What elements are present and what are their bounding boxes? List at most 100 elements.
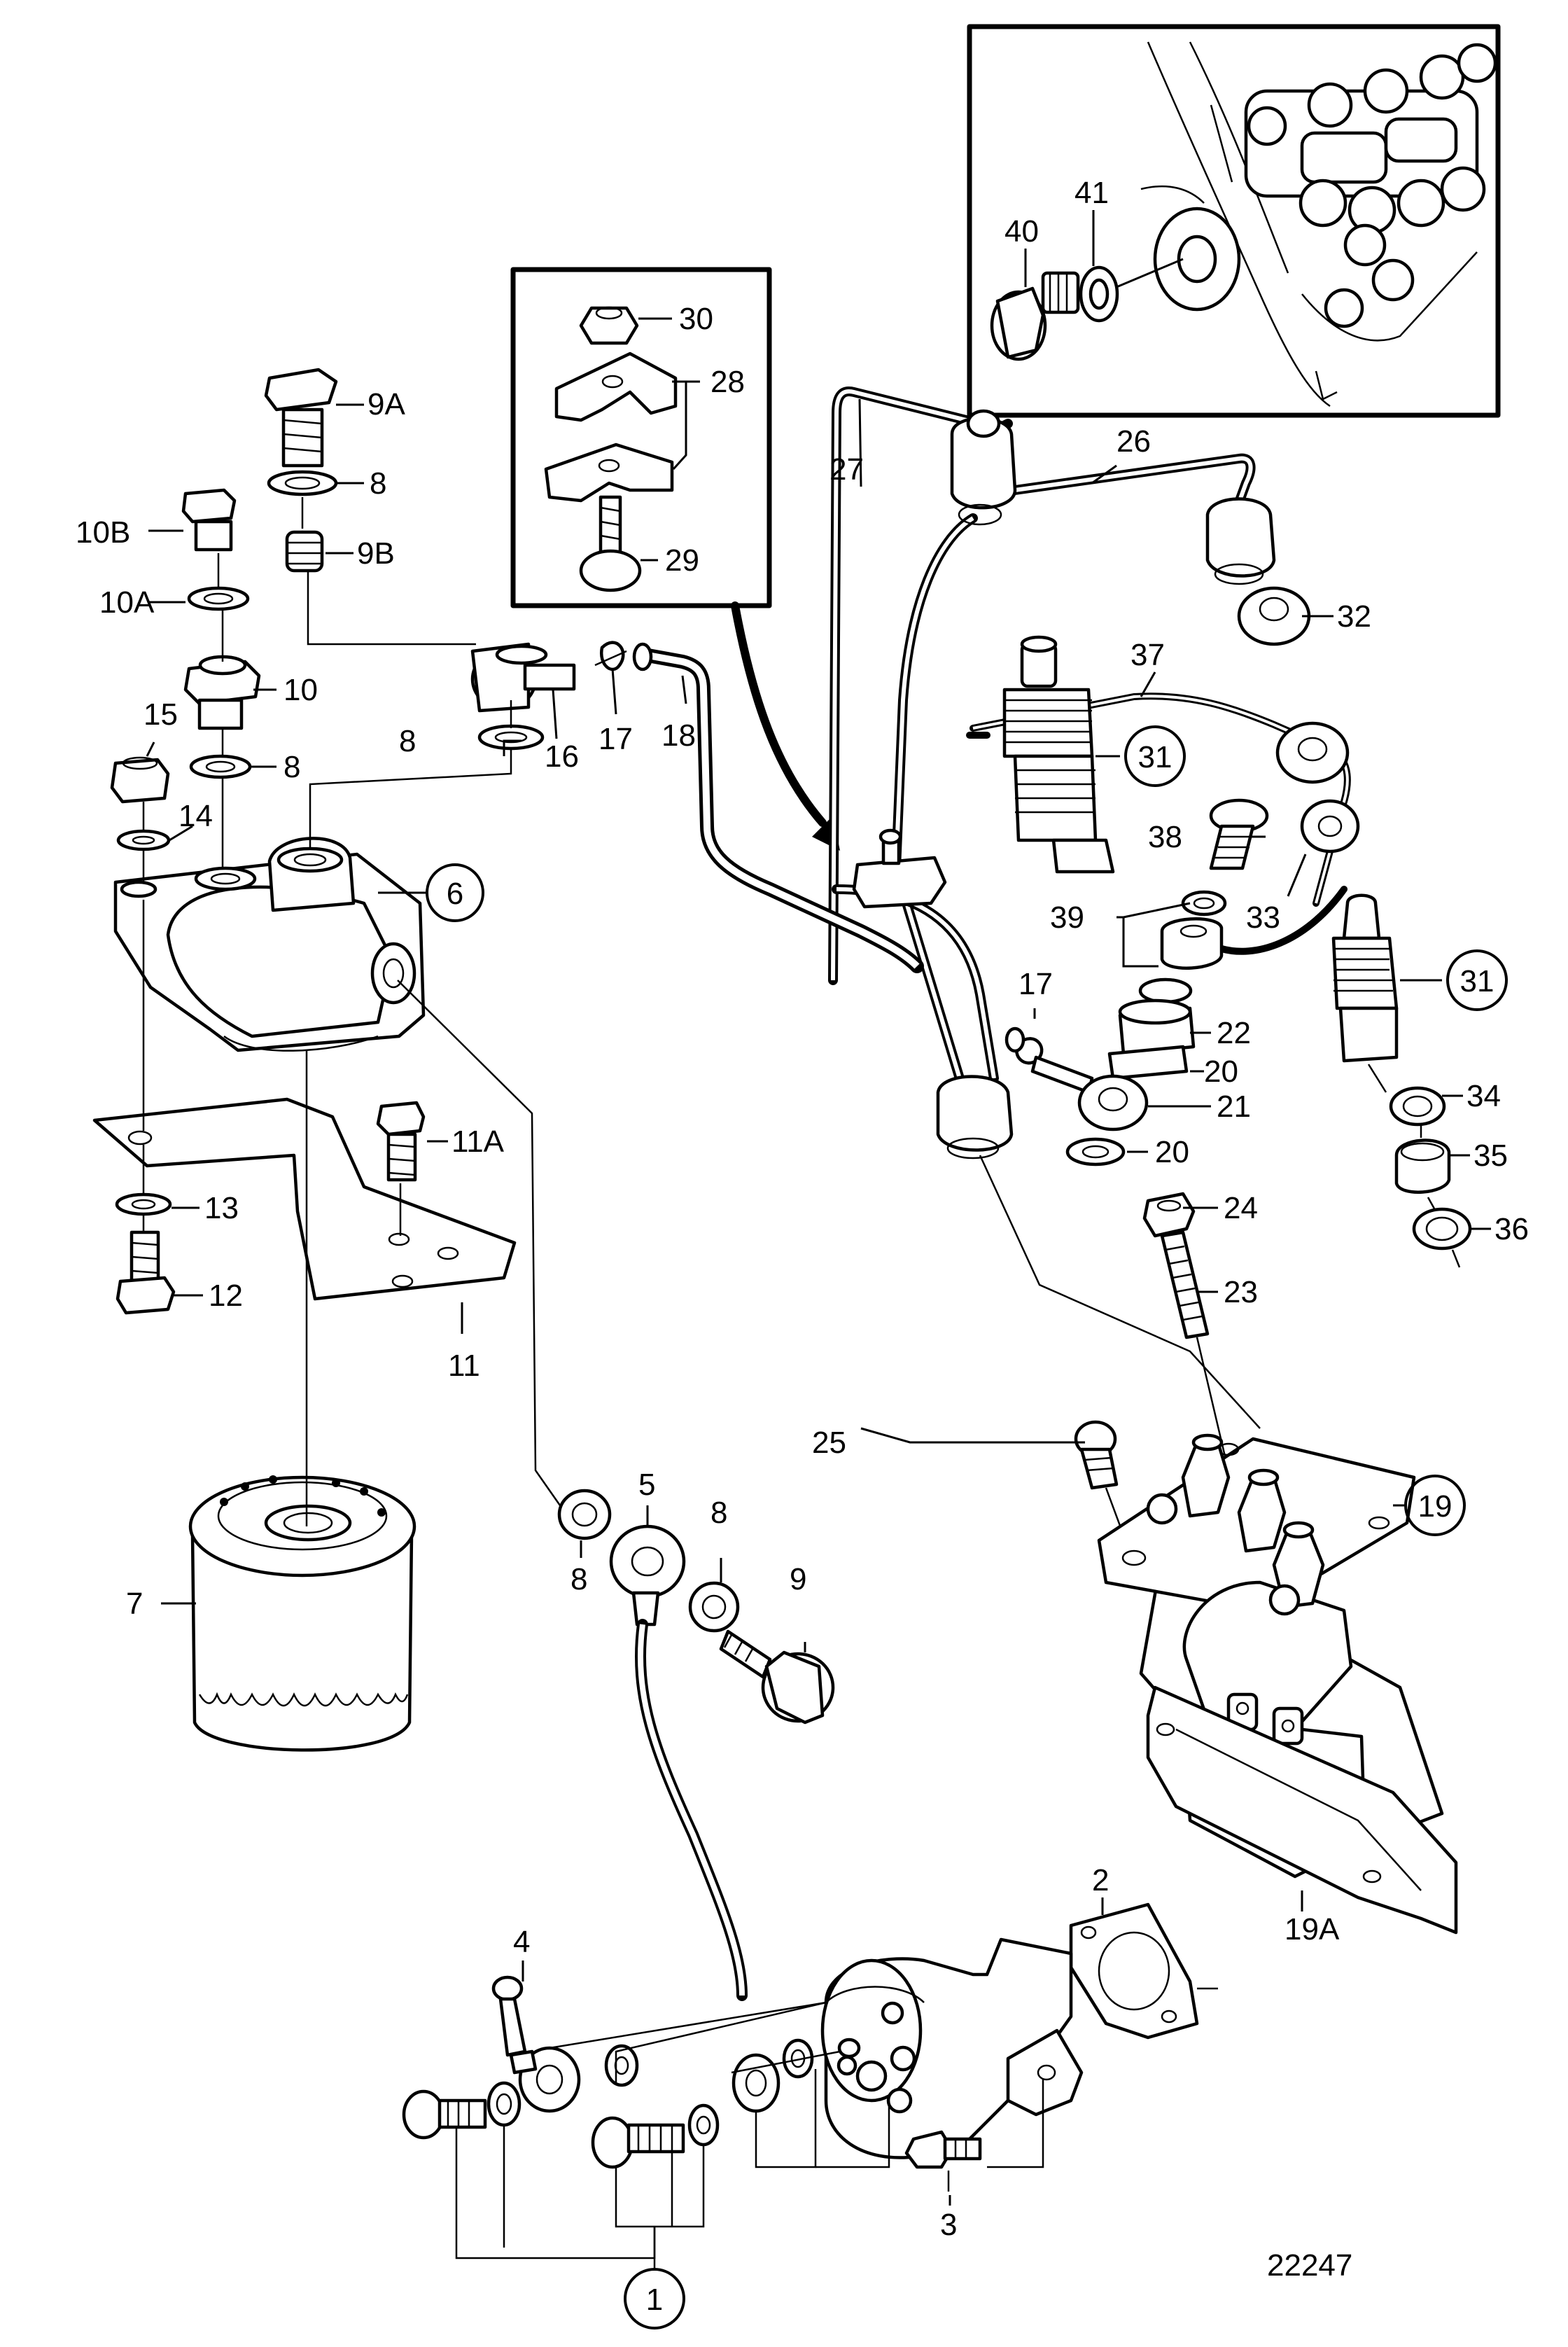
label-31-right: 31 <box>1460 964 1494 998</box>
part-29-bolt <box>579 495 642 592</box>
label-9a: 9A <box>368 387 405 422</box>
part-13-washer <box>115 1192 172 1216</box>
label-36: 36 <box>1494 1212 1529 1246</box>
pipe-nut-lower <box>936 1075 1014 1159</box>
part-8-washer-d <box>557 1489 612 1540</box>
part-4-bleed-screw <box>491 1975 581 2113</box>
label-38: 38 <box>1148 820 1182 854</box>
label-17-a: 17 <box>598 722 633 756</box>
label-1: 1 <box>646 2283 663 2317</box>
part-32-nut <box>1237 586 1311 646</box>
part-40-plug <box>990 271 1080 361</box>
part-9b-insert <box>285 530 324 573</box>
label-10b: 10B <box>76 515 130 550</box>
label-40: 40 <box>1004 214 1039 249</box>
label-16: 16 <box>545 739 579 774</box>
part-39-washers <box>1160 890 1227 970</box>
label-8-b: 8 <box>284 750 300 784</box>
label-19: 19 <box>1418 1489 1452 1524</box>
part-33-banjo <box>1275 721 1360 854</box>
inset-clamp-detail: 30 28 29 <box>510 267 772 608</box>
label-9: 9 <box>790 1562 806 1596</box>
part-20-washer-lower <box>1065 1137 1126 1166</box>
label-23: 23 <box>1224 1275 1258 1309</box>
part-25-bolt <box>1074 1420 1119 1490</box>
label-8-c: 8 <box>399 724 416 758</box>
part-5-banjo <box>609 1524 686 1627</box>
label-11a: 11A <box>451 1124 505 1159</box>
label-14: 14 <box>178 799 213 833</box>
part-6-filter-head <box>113 837 426 1052</box>
label-25: 25 <box>812 1426 846 1460</box>
part-34-washer <box>1389 1086 1446 1127</box>
label-10a: 10A <box>99 585 155 620</box>
pipe-nut-top <box>950 409 1017 526</box>
part-19-injection-pump <box>1097 1437 1444 1879</box>
label-21: 21 <box>1217 1089 1251 1124</box>
label-9b: 9B <box>357 536 395 571</box>
part-16-banjo <box>470 642 576 713</box>
part-31-injector-right <box>1331 893 1399 1063</box>
part-41-washer <box>1079 265 1119 323</box>
label-35: 35 <box>1474 1138 1508 1173</box>
part-8-washer-c <box>477 724 545 751</box>
label-31-left: 31 <box>1138 740 1172 774</box>
label-13: 13 <box>204 1191 239 1225</box>
part-15-nut <box>110 756 170 804</box>
part-3-screw <box>904 2130 982 2169</box>
label-33: 33 <box>1246 900 1280 935</box>
part-23-stud <box>1160 1230 1210 1339</box>
label-5: 5 <box>638 1468 655 1502</box>
part-11a-bolt <box>376 1101 426 1182</box>
pump-nuts-cluster <box>1244 43 1497 401</box>
label-7: 7 <box>126 1587 143 1621</box>
part-18-hose-end <box>1004 1026 1026 1053</box>
label-34: 34 <box>1466 1079 1501 1113</box>
part-9-banjo-bolt <box>719 1629 835 1725</box>
part-fuel-lift-pump <box>820 1937 1084 2159</box>
part-28-clamp <box>544 351 678 503</box>
label-8-d: 8 <box>570 1562 587 1596</box>
part-14-washer <box>116 829 171 851</box>
pipe-nut-26 <box>1205 497 1276 585</box>
part-8-washer-a <box>267 470 338 496</box>
label-15: 15 <box>144 697 178 732</box>
label-39: 39 <box>1050 900 1084 935</box>
label-2: 2 <box>1092 1863 1109 1897</box>
inset-plug-detail: 40 41 <box>967 24 1501 418</box>
drawing-number: 22247 <box>1267 2248 1352 2283</box>
part-2-gasket <box>1069 1902 1218 2040</box>
label-19a: 19A <box>1284 1912 1340 1946</box>
label-26: 26 <box>1116 424 1151 459</box>
part-21-banjo <box>1030 1055 1149 1131</box>
part-1-banjo-bolt-left <box>402 2081 522 2140</box>
label-20-b: 20 <box>1155 1135 1189 1169</box>
part-30-nut <box>579 306 639 345</box>
label-32: 32 <box>1337 599 1371 634</box>
label-18: 18 <box>662 718 696 753</box>
part-10-adapter <box>183 655 261 730</box>
label-41: 41 <box>1074 176 1109 210</box>
part-1-washer-upper <box>604 2044 639 2087</box>
part-9a-plug <box>264 368 338 468</box>
part-17-clip-a <box>594 641 627 671</box>
part-19a-gasket <box>1146 1685 1458 1935</box>
label-28: 28 <box>710 365 745 399</box>
part-35-seal <box>1394 1138 1451 1194</box>
label-27: 27 <box>830 452 864 487</box>
part-31-injector-left <box>1002 635 1115 874</box>
part-8-washer-e <box>688 1581 740 1633</box>
label-12: 12 <box>209 1279 243 1313</box>
label-24: 24 <box>1224 1191 1258 1225</box>
pipe-clamp <box>852 828 947 909</box>
label-6: 6 <box>447 877 463 911</box>
label-29: 29 <box>665 543 699 578</box>
pump-outlets <box>1146 1433 1325 1616</box>
part-38-bolt <box>1209 798 1269 870</box>
label-17-b: 17 <box>1018 967 1053 1001</box>
label-8-e: 8 <box>710 1496 727 1530</box>
part-7-fuel-filter <box>188 1475 416 1752</box>
part-22-valve <box>1107 977 1196 1080</box>
label-10: 10 <box>284 673 318 707</box>
